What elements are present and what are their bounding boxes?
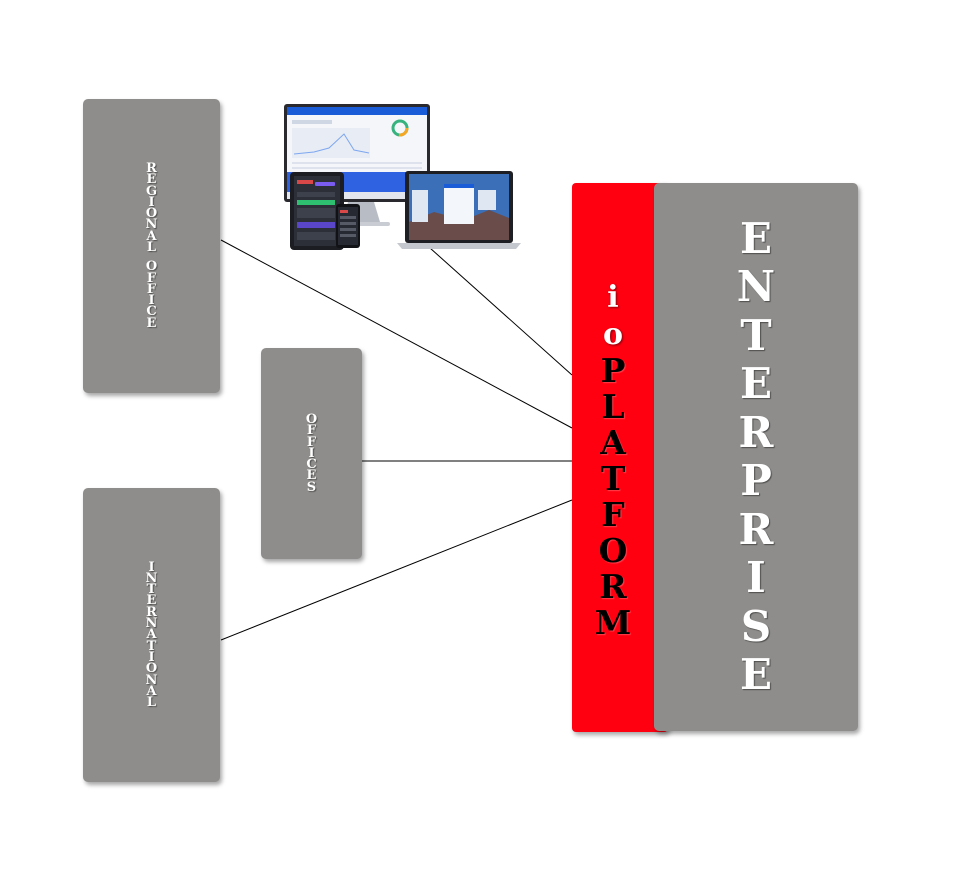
letter: E: [739, 359, 772, 408]
letter: T: [740, 310, 772, 360]
letter: A: [600, 423, 626, 462]
connector-devices: [429, 247, 573, 376]
letter: N: [145, 616, 158, 632]
letter: O: [145, 206, 158, 222]
letter: F: [146, 281, 157, 297]
letter: I: [148, 559, 155, 575]
letter: M: [594, 603, 632, 642]
letter: o: [602, 317, 623, 352]
letter: E: [739, 650, 772, 699]
letter: T: [146, 638, 157, 654]
letter: F: [306, 423, 317, 439]
letter: C: [306, 457, 317, 473]
letter: N: [736, 262, 776, 311]
letter: N: [145, 672, 158, 688]
letter: i: [607, 280, 619, 315]
devices-illustration: [284, 104, 521, 250]
letter: N: [145, 570, 158, 586]
letter: F: [306, 434, 317, 450]
letter: L: [601, 387, 625, 426]
letter: P: [600, 351, 626, 390]
letter: E: [146, 315, 157, 331]
letter: A: [146, 627, 157, 643]
letter: F: [146, 270, 157, 286]
letter: G: [145, 183, 158, 199]
letter: O: [598, 531, 628, 570]
letter: O: [145, 259, 158, 275]
letter: I: [148, 293, 155, 309]
letter: T: [600, 459, 626, 498]
letter: C: [146, 304, 157, 320]
letter: L: [146, 695, 157, 711]
phone-icon: [336, 204, 360, 248]
letter: R: [599, 567, 627, 606]
connector-international: [220, 499, 573, 641]
letter: L: [146, 240, 157, 255]
letter: E: [739, 213, 772, 263]
letter: R: [146, 160, 157, 176]
letter: P: [740, 456, 772, 505]
connector-regional-office: [220, 239, 573, 429]
letter: R: [738, 504, 774, 554]
letter: I: [746, 553, 766, 602]
letter: N: [145, 217, 158, 233]
letter: O: [305, 411, 318, 427]
letter: S: [306, 479, 317, 495]
letter: E: [146, 172, 157, 188]
letter: T: [146, 582, 157, 598]
letter: I: [148, 194, 155, 210]
letter: I: [148, 649, 155, 665]
tablet-icon: [290, 172, 344, 250]
letter: A: [146, 683, 157, 699]
letter: E: [146, 593, 157, 609]
letter: I: [308, 445, 315, 461]
laptop-icon: [397, 171, 521, 249]
letter: R: [146, 604, 157, 620]
letter: R: [738, 407, 774, 457]
letter: E: [306, 468, 317, 484]
letter: O: [145, 661, 158, 677]
letter: A: [146, 228, 157, 244]
letter: F: [601, 495, 625, 534]
letter: S: [740, 601, 772, 651]
